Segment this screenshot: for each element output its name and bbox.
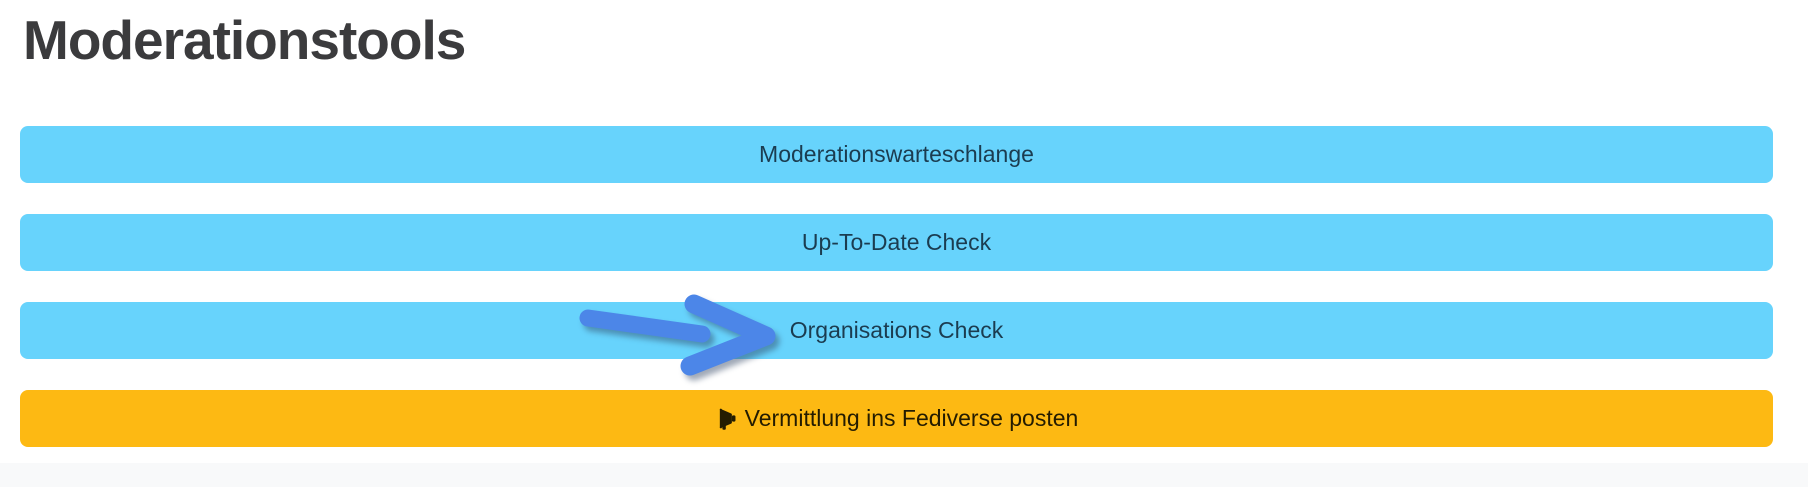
footer-strip [0,463,1808,487]
page-title: Moderationstools [23,9,466,71]
moderation-queue-button[interactable]: Moderationswarteschlange [20,126,1773,183]
post-fediverse-button[interactable]: Vermittlung ins Fediverse posten [20,390,1773,447]
up-to-date-check-button-label: Up-To-Date Check [801,229,992,255]
organisations-check-button-label: Organisations Check [789,317,1004,343]
megaphone-icon [719,408,736,430]
post-fediverse-button-label: Vermittlung ins Fediverse posten [744,405,1079,431]
up-to-date-check-button[interactable]: Up-To-Date Check [20,214,1773,271]
organisations-check-button[interactable]: Organisations Check [20,302,1773,359]
moderation-queue-button-label: Moderationswarteschlange [759,141,1034,167]
